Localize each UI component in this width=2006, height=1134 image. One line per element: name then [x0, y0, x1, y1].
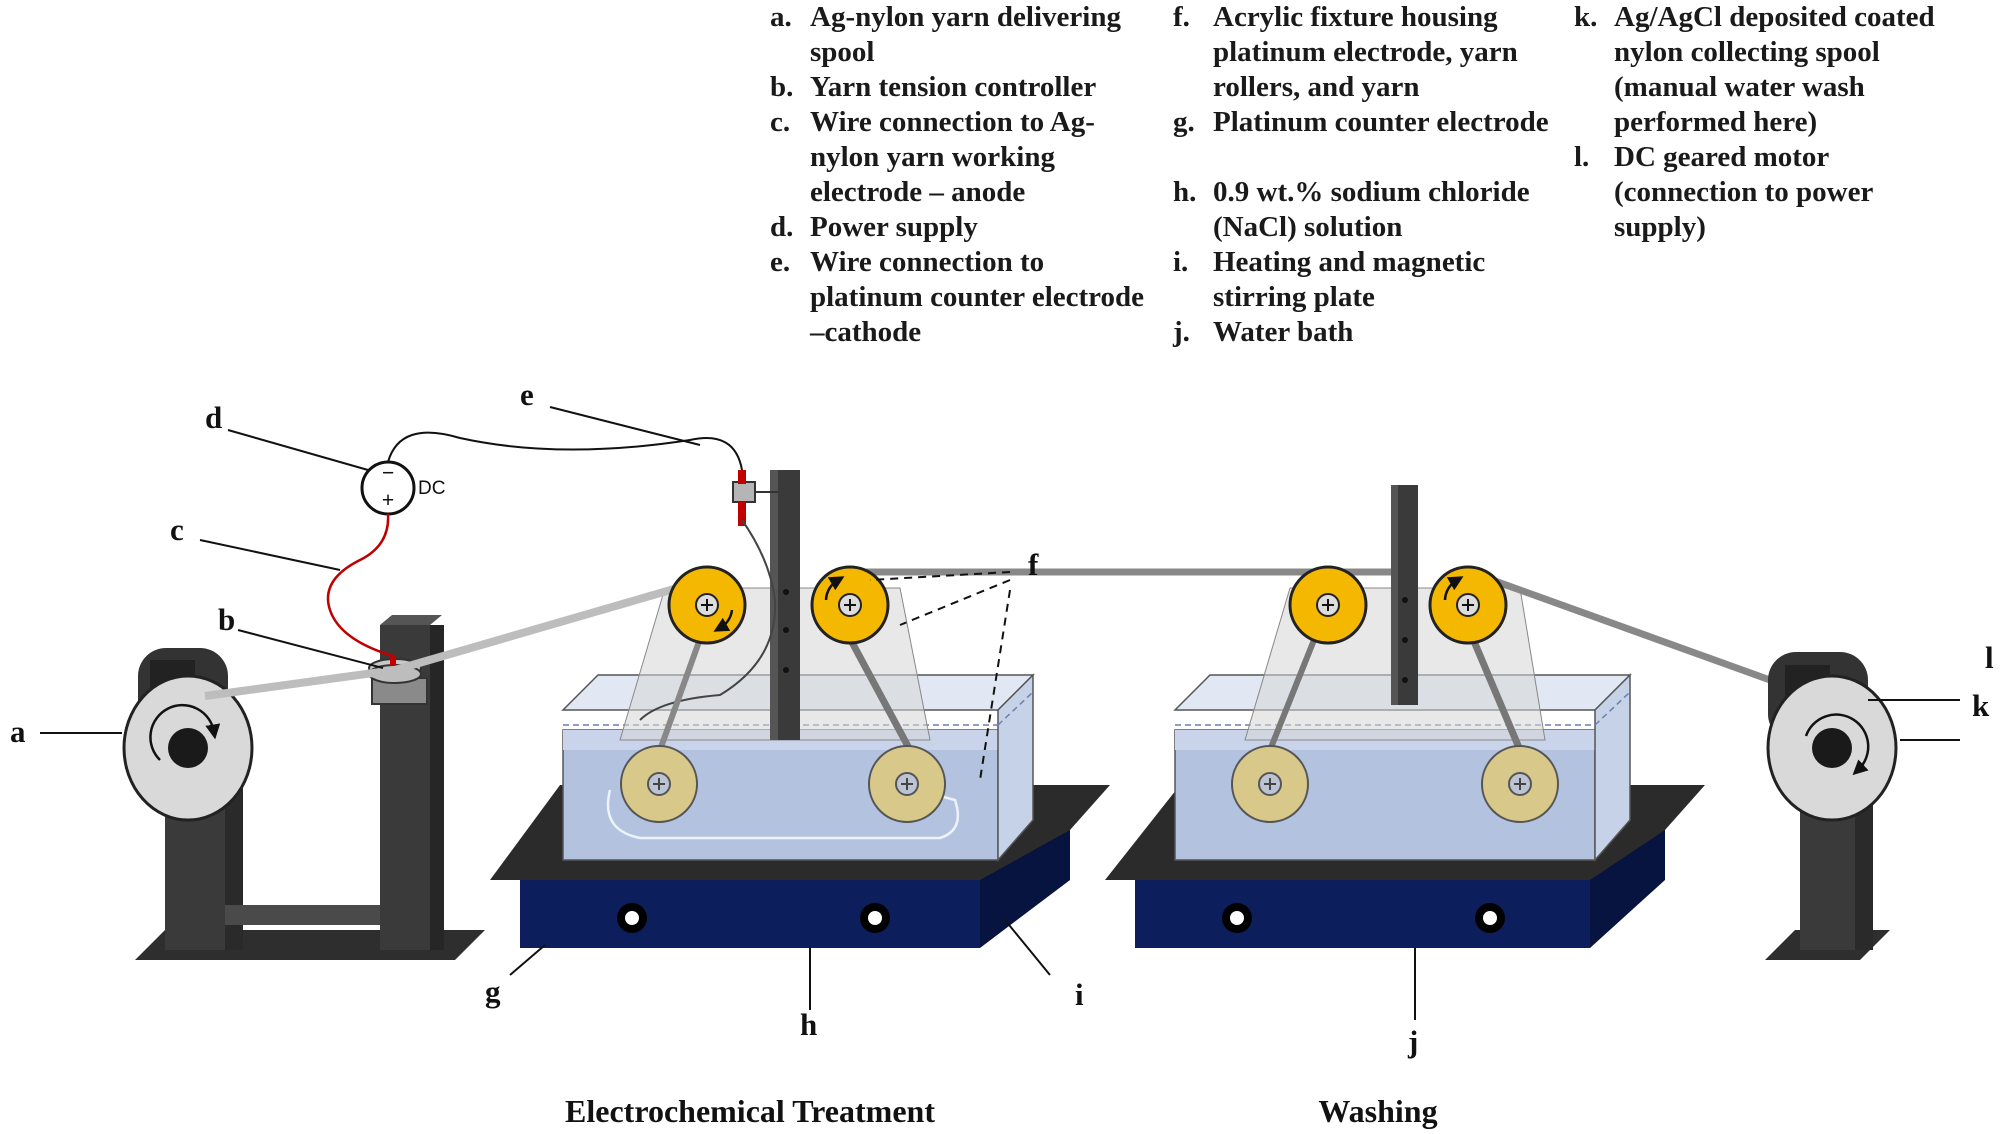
power-supply-dc-label: DC — [418, 478, 445, 499]
top-roller-right-2 — [1428, 565, 1508, 645]
legend-key: j. — [1173, 316, 1190, 348]
legend-item: d. Power supply — [770, 210, 1150, 245]
legend-text: Yarn tension controller — [810, 71, 1097, 103]
legend-item: a. Ag-nylon yarn delivering spool — [770, 0, 1150, 70]
legend-key: f. — [1173, 1, 1190, 33]
bottom-roller-left-2 — [868, 745, 946, 823]
legend-text: 0.9 wt.% sodium chloride (NaCl) solution — [1213, 176, 1530, 243]
caption-electrochemical-treatment: Electrochemical Treatment — [565, 1093, 935, 1129]
legend-text: Platinum counter electrode — [1213, 106, 1549, 138]
label-a: a — [10, 714, 26, 749]
label-k: k — [1972, 688, 1990, 723]
bottom-roller-right-1 — [1231, 745, 1309, 823]
anode-wire — [326, 513, 394, 658]
legend-item: e. Wire connection to platinum counter el… — [770, 245, 1150, 350]
power-plus-sign: + — [382, 487, 395, 512]
legend-item: f. Acrylic fixture housing platinum elect… — [1173, 0, 1573, 105]
legend-key: b. — [770, 71, 794, 103]
legend-text: Ag/AgCl deposited coated nylon collectin… — [1614, 1, 1935, 138]
platinum-electrode-connector — [639, 470, 778, 721]
label-l: l — [1985, 640, 1994, 675]
legend-key: a. — [770, 1, 792, 33]
yarn-path-left — [204, 568, 1395, 752]
bottom-roller-left-1 — [620, 745, 698, 823]
label-h: h — [800, 1007, 817, 1042]
legend-text: Heating and magnetic stirring plate — [1213, 246, 1486, 313]
legend-item: g. Platinum counter electrode — [1173, 105, 1573, 140]
power-minus-sign: − — [382, 460, 395, 485]
caption-washing: Washing — [1318, 1093, 1437, 1129]
collecting-spool — [1766, 674, 1898, 822]
legend-item: b. Yarn tension controller — [770, 70, 1150, 105]
legend-key: h. — [1173, 176, 1197, 208]
top-roller-right-1 — [1288, 565, 1368, 645]
legend-text: Power supply — [810, 211, 978, 243]
legend-column-3: k. Ag/AgCl deposited coated nylon collect… — [1574, 0, 1954, 245]
legend-key: g. — [1173, 106, 1195, 138]
legend-item: j. Water bath — [1173, 315, 1573, 350]
label-i: i — [1075, 977, 1084, 1012]
legend-key: c. — [770, 106, 791, 138]
legend-text: DC geared motor (connection to power sup… — [1614, 141, 1873, 243]
legend-column-2: f. Acrylic fixture housing platinum elect… — [1173, 0, 1573, 350]
top-roller-left-1 — [667, 565, 747, 645]
cathode-wire — [387, 431, 743, 471]
delivering-spool — [122, 674, 254, 822]
label-c: c — [170, 512, 184, 547]
legend-key: l. — [1574, 141, 1590, 173]
legend-text: Wire connection to platinum counter elec… — [810, 246, 1144, 348]
legend-key: d. — [770, 211, 794, 243]
label-b: b — [218, 602, 235, 637]
legend-key: e. — [770, 246, 791, 278]
legend-column-1: a. Ag-nylon yarn delivering spool b. Yarn t… — [770, 0, 1150, 350]
legend-item: i. Heating and magnetic stirring plate — [1173, 245, 1573, 315]
label-d: d — [205, 400, 222, 435]
label-j: j — [1407, 1024, 1418, 1059]
legend-text: Wire connection to Ag-nylon yarn working… — [810, 106, 1095, 208]
legend-item: k. Ag/AgCl deposited coated nylon collect… — [1574, 0, 1954, 140]
bottom-roller-right-2 — [1481, 745, 1559, 823]
power-supply: − + DC — [360, 460, 445, 516]
label-e: e — [520, 377, 534, 412]
legend-item: c. Wire connection to Ag-nylon yarn worki… — [770, 105, 1150, 210]
label-g: g — [485, 974, 501, 1009]
legend-key: k. — [1574, 1, 1598, 33]
leader-lines — [40, 406, 1960, 1020]
top-roller-left-2 — [810, 565, 890, 645]
label-f: f — [1028, 547, 1039, 582]
legend-key: i. — [1173, 246, 1189, 278]
legend-item: h. 0.9 wt.% sodium chloride (NaCl) soluti… — [1173, 175, 1573, 245]
legend-item: l. DC geared motor (connection to power s… — [1574, 140, 1954, 245]
legend-text: Acrylic fixture housing platinum electro… — [1213, 1, 1518, 103]
legend-text: Ag-nylon yarn delivering spool — [810, 1, 1121, 68]
legend-text: Water bath — [1213, 316, 1354, 348]
